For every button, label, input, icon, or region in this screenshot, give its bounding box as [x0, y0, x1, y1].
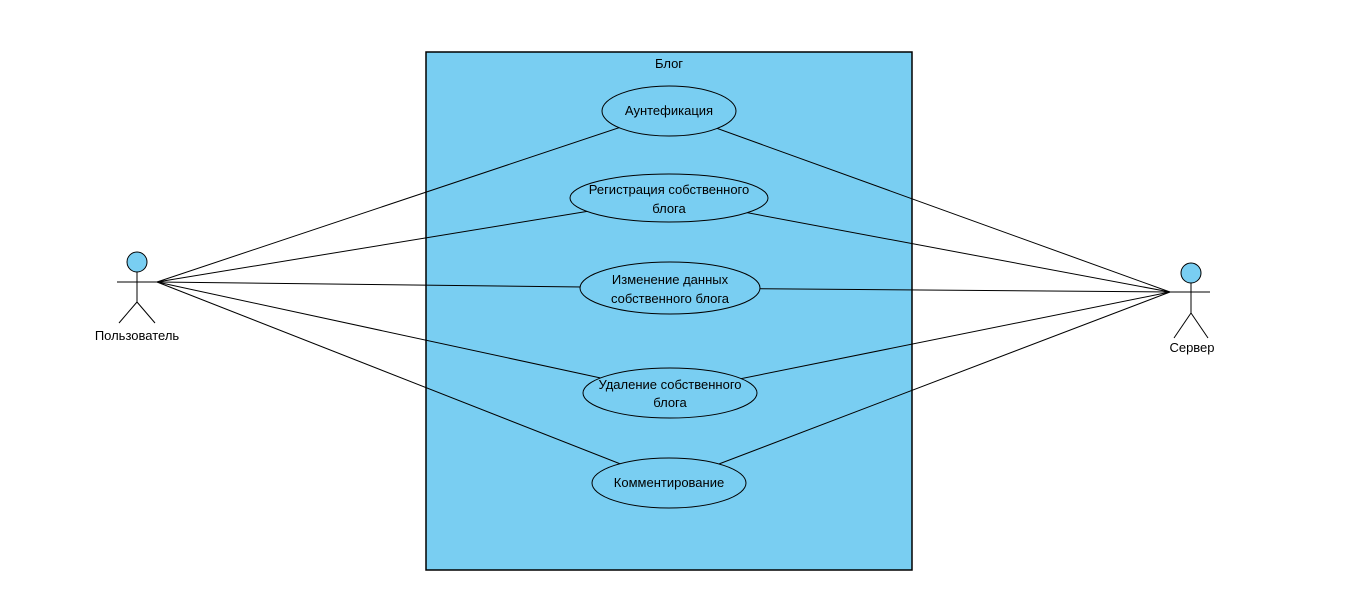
association-user-authentication [156, 110, 670, 283]
use-case-edit-blog-data: Изменение данных собственного блога [579, 261, 761, 315]
actor-user-label: Пользователь [95, 328, 180, 343]
use-case-commenting: Комментирование [591, 457, 747, 509]
use-case-delete-blog-ellipse [582, 367, 758, 419]
actor-user-right-leg [136, 301, 156, 324]
use-case-authentication: Аунтефикация [601, 85, 737, 137]
use-case-delete-blog-label-line2: блога [653, 395, 687, 410]
use-case-register-blog-label-line2: блога [652, 201, 686, 216]
association-server-commenting [668, 291, 1171, 484]
association-user-register-blog [156, 197, 670, 283]
actor-server-right-leg [1190, 312, 1209, 339]
association-user-commenting [156, 281, 670, 484]
association-user-delete-blog [156, 281, 671, 394]
association-lines [156, 110, 1171, 484]
use-case-commenting-label: Комментирование [614, 475, 724, 490]
association-server-register-blog [668, 197, 1171, 293]
use-case-commenting-ellipse [591, 457, 747, 509]
actor-server-head [1180, 262, 1202, 284]
association-server-authentication [668, 110, 1171, 293]
actor-server: Сервер [1169, 262, 1215, 355]
use-case-authentication-ellipse [601, 85, 737, 137]
use-case-edit-blog-data-label-line2: собственного блога [611, 291, 730, 306]
actor-server-label: Сервер [1169, 340, 1214, 355]
actor-user: Пользователь [95, 251, 180, 343]
actor-user-head [126, 251, 148, 273]
use-case-delete-blog: Удаление собственного блога [582, 367, 758, 419]
use-case-register-blog: Регистрация собственного блога [569, 173, 769, 223]
use-case-authentication-label: Аунтефикация [625, 103, 713, 118]
actor-user-left-leg [118, 301, 138, 324]
use-case-register-blog-label-line1: Регистрация собственного [589, 182, 750, 197]
use-case-edit-blog-data-ellipse [579, 261, 761, 315]
use-case-delete-blog-label-line1: Удаление собственного [598, 377, 741, 392]
association-server-delete-blog [669, 291, 1171, 394]
use-case-edit-blog-data-label-line1: Изменение данных [612, 272, 729, 287]
system-title: Блог [655, 56, 683, 71]
use-case-register-blog-ellipse [569, 173, 769, 223]
actor-server-left-leg [1173, 312, 1192, 339]
